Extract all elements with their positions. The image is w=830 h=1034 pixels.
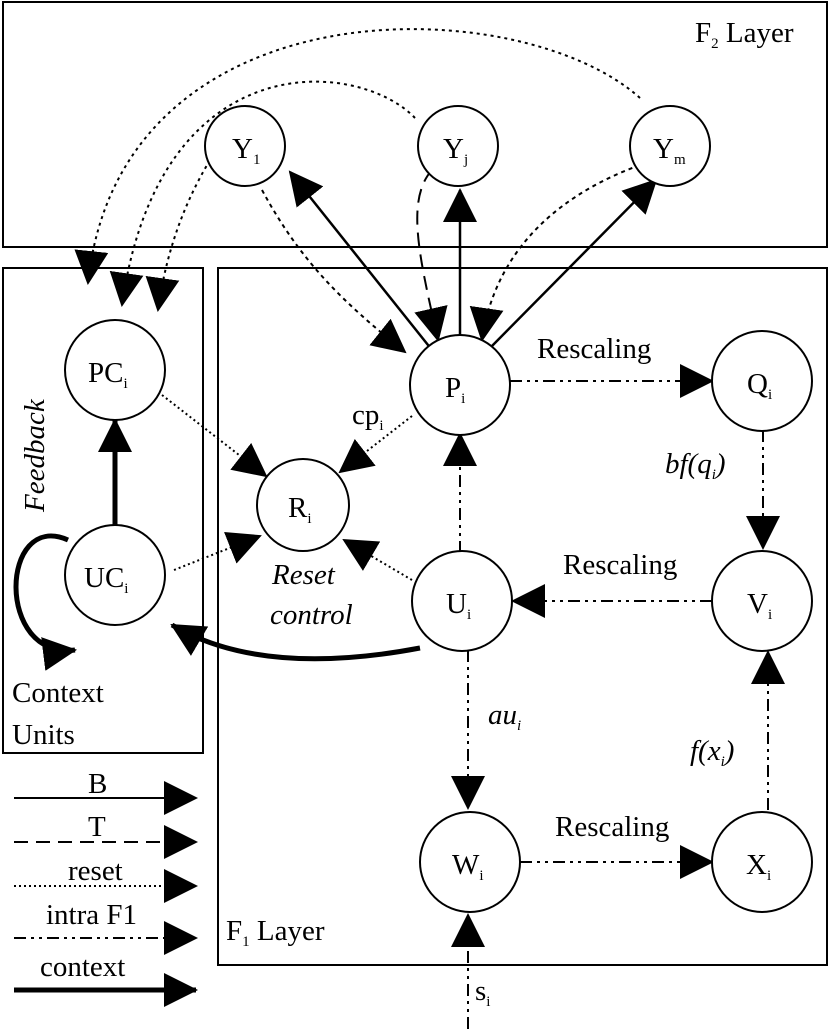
edge-u-to-r: [342, 538, 413, 581]
au-label: aui: [488, 699, 521, 734]
svg-text:PCi: PCi: [88, 357, 128, 392]
svg-text:UCi: UCi: [84, 562, 128, 597]
rescaling-label-pq: Rescaling: [537, 333, 651, 365]
context-units-label-2: Units: [12, 719, 75, 751]
node-u: Ui: [411, 550, 513, 652]
arc-y1-to-pc: [145, 159, 211, 312]
edge-ym-to-p: [469, 159, 656, 342]
edge-uc-self-loop: [13, 533, 77, 671]
f2-layer-label: F2 Layer: [695, 17, 794, 52]
node-uc: UCi: [64, 524, 166, 626]
svg-text:Yj: Yj: [443, 133, 468, 168]
legend-reset-label: reset: [68, 855, 123, 887]
fx-label: f(xi): [690, 735, 734, 770]
edge-uc-to-r: [173, 531, 262, 571]
svg-text:Xi: Xi: [746, 849, 771, 884]
node-p: Pi: [409, 334, 511, 436]
edge-yj-to-p: [414, 169, 448, 342]
si-label: si: [475, 975, 490, 1010]
node-w: Wi: [419, 811, 521, 913]
node-q: Qi: [711, 330, 813, 432]
node-x: Xi: [711, 811, 813, 913]
node-r: Ri: [256, 458, 350, 552]
svg-text:Wi: Wi: [452, 849, 484, 884]
legend: B T reset intra F1 context: [14, 768, 198, 1007]
cp-label: cpi: [352, 399, 384, 434]
svg-text:Qi: Qi: [747, 368, 772, 403]
node-y1: Y1: [204, 105, 286, 187]
arc-ym-to-pc: [74, 28, 641, 285]
svg-text:Pi: Pi: [445, 372, 465, 407]
node-v: Vi: [711, 550, 813, 652]
reset-control-label-1: Reset: [271, 559, 336, 591]
reset-control-label-2: control: [270, 599, 353, 631]
legend-intra-label: intra F1: [46, 899, 137, 931]
f2-layer-box: [2, 1, 828, 248]
legend-b-label: B: [88, 768, 107, 800]
edge-y1-to-p: [261, 189, 407, 354]
context-units-label-1: Context: [12, 677, 104, 709]
legend-context-label: context: [40, 951, 125, 983]
svg-text:Ym: Ym: [653, 133, 686, 168]
f1-layer-label: F1 Layer: [226, 915, 325, 950]
feedback-label: Feedback: [19, 398, 51, 513]
rescaling-label-vu: Rescaling: [563, 549, 677, 581]
svg-text:Ri: Ri: [288, 492, 312, 527]
node-ym: Ym: [629, 105, 711, 187]
node-yj: Yj: [417, 105, 499, 187]
legend-t-label: T: [88, 811, 106, 843]
edge-p-to-ym: [489, 178, 658, 349]
edge-pc-to-r: [161, 394, 268, 478]
bf-label: bf(qi): [665, 448, 726, 483]
edge-p-to-r: [338, 415, 413, 474]
f1-layer-box: [217, 267, 828, 966]
svg-text:Ui: Ui: [446, 588, 471, 623]
rescaling-label-wx: Rescaling: [555, 811, 669, 843]
edge-u-to-uc: [170, 622, 421, 662]
arc-yj-to-pc: [109, 80, 416, 307]
svg-text:Vi: Vi: [747, 588, 772, 623]
svg-text:Y1: Y1: [232, 133, 260, 168]
node-pc: PCi: [64, 319, 166, 421]
edge-p-to-y1: [288, 170, 433, 351]
